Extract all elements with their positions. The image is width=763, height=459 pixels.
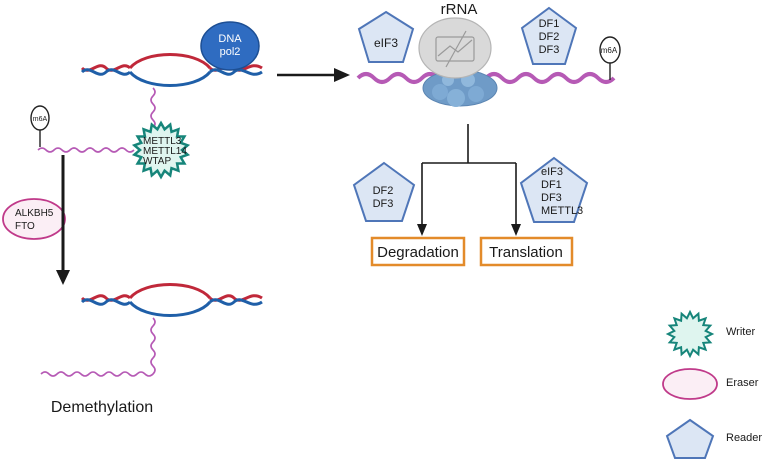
reader-mid-right-protein-3: DF3 — [541, 192, 562, 204]
dna-polymerase: DNA pol2 — [200, 21, 260, 71]
dna-pol-line2: pol2 — [220, 46, 241, 58]
reader-mid-left: DF2 DF3 — [352, 161, 416, 222]
dna-pol-line1: DNA — [218, 33, 242, 45]
reader-top-left-protein-1: eIF3 — [374, 36, 398, 50]
reader-pentagon-icon — [357, 10, 415, 63]
dna-bubble-bottom — [80, 283, 263, 317]
reader-top-right: DF1 DF2 DF3 — [520, 6, 578, 65]
reader-pentagon-icon — [520, 6, 578, 65]
dna-strand-blue-right — [208, 68, 263, 76]
reader-pentagon-icon — [665, 418, 715, 459]
legend-writer-label: Writer — [726, 326, 755, 338]
reader-mid-left-protein-2: DF3 — [373, 198, 394, 210]
outcome-translation-label: Translation — [489, 244, 563, 261]
reader-pentagon-icon — [519, 156, 589, 223]
writer-protein-1: METTL3 — [143, 136, 182, 147]
demethylation-arrow — [56, 155, 70, 285]
ribosome-image-icon — [435, 36, 475, 62]
legend: Writer Eraser Reader — [662, 309, 762, 459]
eraser-protein-1: ALKBH5 — [15, 208, 54, 219]
reader-mid-right-protein-4: METTL3 — [541, 205, 583, 217]
dna-strand-blue-left — [80, 68, 132, 76]
methylated-rna-strand — [37, 147, 135, 153]
reader-top-right-protein-3: DF3 — [539, 44, 560, 56]
reader-mid-left-protein-1: DF2 — [373, 185, 394, 197]
writer-starburst-icon — [665, 309, 715, 359]
writer-complex: METTL3 METTL14 WTAP — [131, 120, 191, 180]
eraser-oval-icon — [662, 368, 718, 400]
writer-starburst-icon — [131, 120, 191, 180]
eraser-enzymes: ALKBH5 FTO — [2, 198, 66, 240]
eraser-protein-2: FTO — [15, 221, 35, 232]
demethylation-caption: Demethylation — [51, 399, 153, 416]
outcome-degradation-label: Degradation — [377, 244, 459, 261]
reader-top-left: eIF3 — [357, 10, 415, 63]
demethylated-rna-strand — [40, 317, 156, 377]
reader-mid-right: eIF3 DF1 DF3 METTL3 — [519, 156, 589, 223]
writer-protein-2: METTL14 — [143, 146, 187, 157]
m6a-label-right: m6A — [601, 46, 618, 55]
reader-pentagon-icon — [352, 161, 416, 222]
reader-mid-right-protein-2: DF1 — [541, 179, 562, 191]
reader-mid-right-protein-1: eIF3 — [541, 166, 563, 178]
outcome-translation: Translation — [479, 236, 574, 267]
reader-top-right-protein-2: DF2 — [539, 31, 560, 43]
m6a-mark-left: m6A — [30, 105, 50, 147]
ribosome-large-subunit — [422, 69, 498, 107]
m6a-label-left: m6A — [33, 116, 48, 123]
writer-protein-3: WTAP — [143, 156, 171, 167]
ribosome-label: rRNA — [441, 1, 478, 18]
legend-eraser-label: Eraser — [726, 377, 759, 389]
transcription-to-translation-arrow — [277, 68, 350, 82]
reader-top-right-protein-1: DF1 — [539, 18, 560, 30]
outcome-degradation: Degradation — [370, 236, 466, 267]
ribosome-small-subunit — [418, 17, 492, 79]
dna-bubble-lower-strand — [128, 70, 212, 87]
legend-reader-label: Reader — [726, 432, 762, 444]
dna-bubble-upper-strand — [128, 53, 212, 70]
fate-branch-connector — [417, 124, 521, 236]
m6a-mark-right: m6A — [599, 36, 621, 80]
